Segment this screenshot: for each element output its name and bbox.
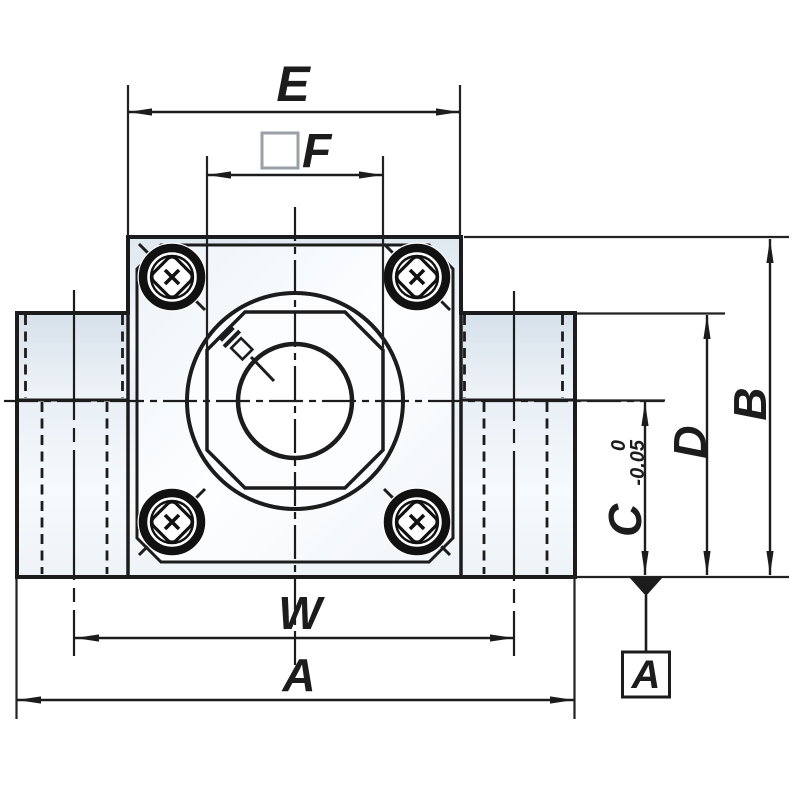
dim-label-w: W bbox=[278, 587, 325, 639]
square-boss-octagon bbox=[205, 310, 385, 490]
screw bbox=[382, 242, 452, 312]
dim-label-c-group: C 0 -0.05 bbox=[599, 439, 651, 537]
dimension-lines bbox=[17, 108, 774, 704]
hidden-hole-lines bbox=[24, 315, 564, 574]
square-symbol bbox=[260, 131, 300, 170]
dim-label-b: B bbox=[724, 387, 776, 420]
left-wing-counterbore-face bbox=[19, 315, 126, 399]
dim-label-c-tol-upper: 0 bbox=[608, 440, 630, 451]
dim-label-c: C bbox=[599, 503, 651, 537]
dim-label-e: E bbox=[276, 56, 311, 112]
dim-label-a: A bbox=[281, 649, 315, 701]
corner-screws bbox=[137, 242, 452, 557]
datum-symbol: A bbox=[621, 577, 671, 699]
oil-hole-thread-symbol bbox=[219, 326, 276, 383]
dim-label-d: D bbox=[664, 425, 716, 458]
screw bbox=[137, 242, 207, 312]
dim-label-f: F bbox=[302, 125, 333, 178]
datum-label: A bbox=[631, 653, 661, 697]
datum-box bbox=[621, 650, 671, 699]
center-lines bbox=[4, 207, 664, 667]
screw bbox=[382, 487, 452, 557]
datum-triangle bbox=[629, 577, 663, 596]
dim-label-d-group: D bbox=[664, 425, 716, 458]
right-wing-counterbore-face bbox=[462, 315, 573, 399]
dim-label-b-group: B bbox=[724, 387, 776, 420]
screw bbox=[137, 487, 207, 557]
dim-label-c-tol-lower: -0.05 bbox=[627, 439, 649, 485]
